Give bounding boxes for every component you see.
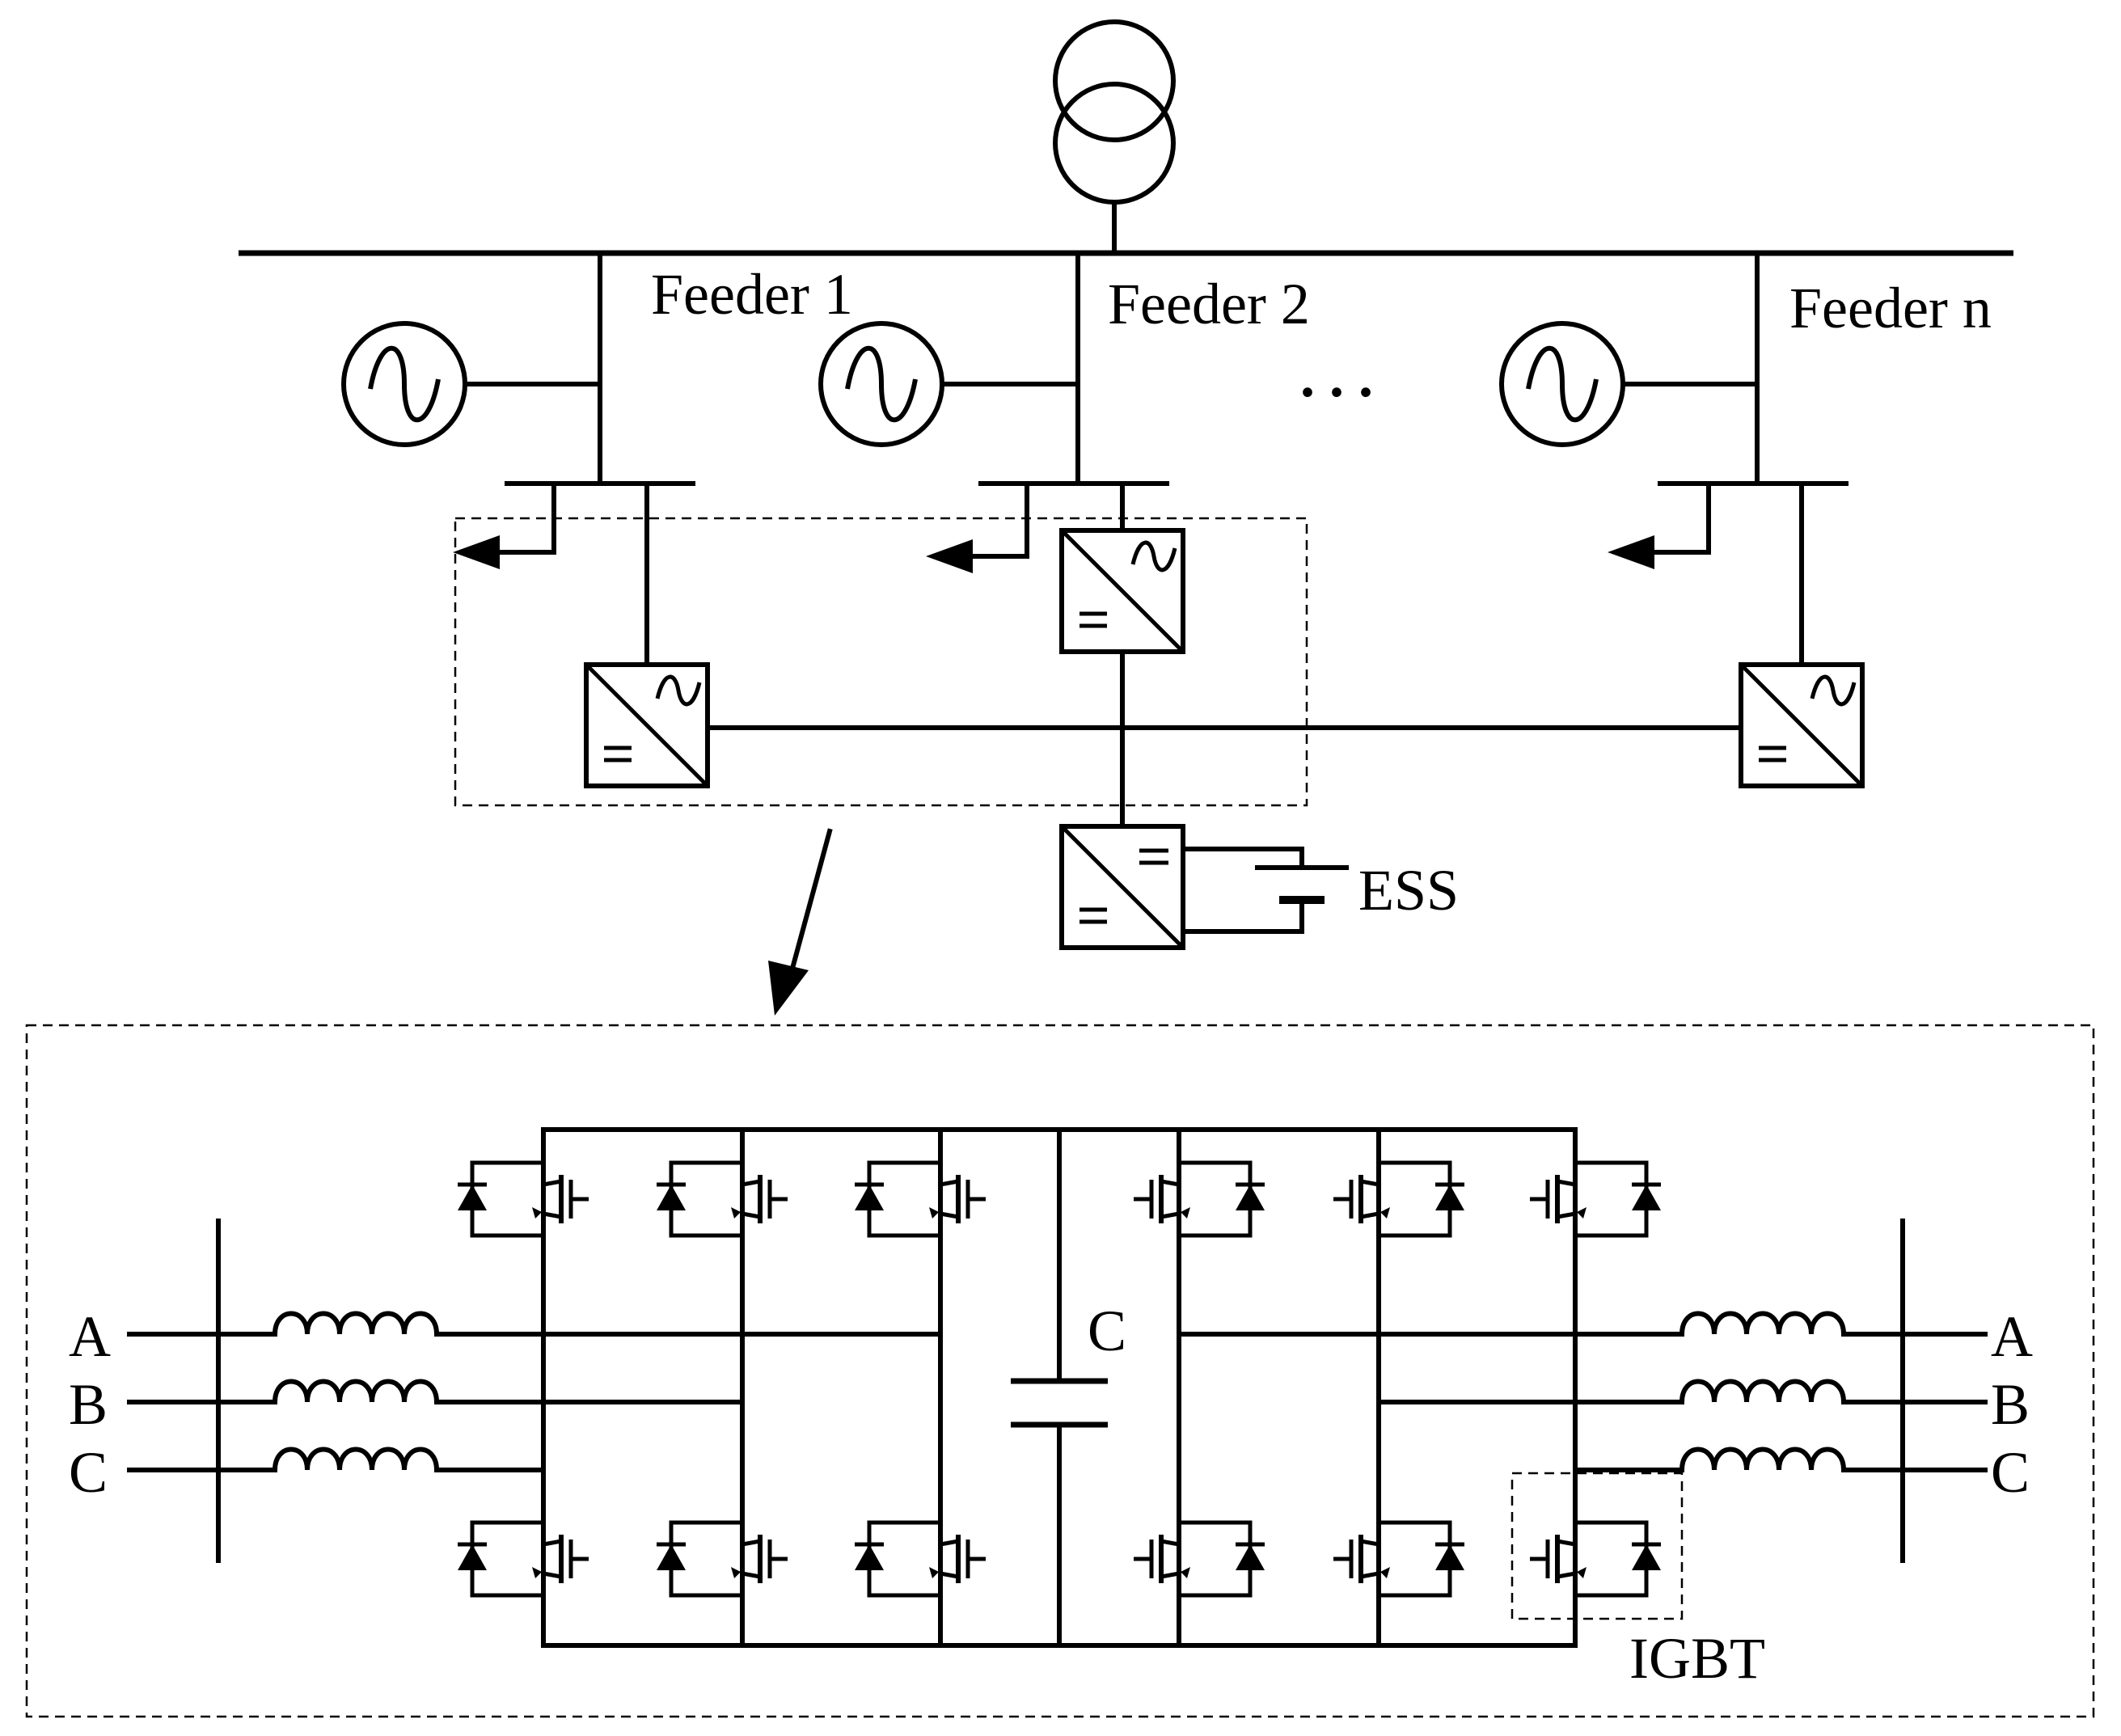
inductor-icon <box>275 1450 437 1471</box>
converter-2-icon <box>1062 530 1183 652</box>
left-bridge-switches <box>458 1163 986 1595</box>
inductor-icon <box>1682 1314 1844 1335</box>
left-ac-side <box>127 1219 943 1563</box>
left-phase-b-label: B <box>69 1372 108 1437</box>
inductor-icon <box>275 1382 437 1403</box>
ess-converter-icon <box>1062 826 1183 948</box>
load-arrow-1-icon <box>453 535 500 569</box>
feeder-n-label: Feeder n <box>1789 276 1992 340</box>
right-phase-c-label: C <box>1991 1440 2030 1505</box>
right-bridge-switches <box>1134 1163 1661 1595</box>
load-arrow-2-icon <box>926 539 973 573</box>
igbt-switch-icon <box>657 1163 788 1235</box>
igbt-switch-icon <box>1530 1523 1661 1595</box>
generator-2-icon <box>821 323 942 445</box>
converter-1-icon <box>586 665 708 786</box>
igbt-label: IGBT <box>1629 1626 1765 1691</box>
igbt-switch-icon <box>855 1523 986 1595</box>
inductor-icon <box>275 1314 437 1335</box>
load-arrow-n-icon <box>1608 535 1654 569</box>
feeder-1-label: Feeder 1 <box>651 262 853 327</box>
right-phase-a-label: A <box>1991 1304 2033 1369</box>
igbt-switch-icon <box>1530 1163 1661 1235</box>
left-phase-c-label: C <box>69 1440 108 1505</box>
ess-label: ESS <box>1358 858 1459 923</box>
ess <box>1062 826 1349 948</box>
igbt-switch-icon <box>1134 1523 1265 1595</box>
generator-n-icon <box>1502 323 1623 445</box>
zoom-selection-box <box>454 517 1308 807</box>
feeder-2 <box>821 251 1183 829</box>
left-phase-a-label: A <box>69 1304 111 1369</box>
igbt-switch-icon <box>458 1163 589 1235</box>
igbt-switch-icon <box>657 1523 788 1595</box>
igbt-switch-icon <box>1333 1523 1464 1595</box>
inductor-icon <box>1682 1450 1844 1471</box>
igbt-switch-icon <box>1333 1163 1464 1235</box>
capacitor-label: C <box>1088 1299 1126 1363</box>
right-phase-b-label: B <box>1991 1372 2030 1437</box>
generator-1-icon <box>344 323 465 445</box>
inductor-icon <box>1682 1382 1844 1403</box>
dc-capacitor-icon <box>1011 1127 1108 1648</box>
converter-detail-box <box>25 1024 2095 1718</box>
igbt-switch-icon <box>1134 1163 1265 1235</box>
igbt-switch-icon <box>458 1523 589 1595</box>
zoom-arrow-icon <box>768 828 833 1016</box>
feeder-2-label: Feeder 2 <box>1108 272 1310 336</box>
converter-n-icon <box>1741 665 1862 786</box>
right-ac-side <box>1177 1219 1988 1563</box>
feeder-n <box>1502 251 1862 786</box>
transformer-icon <box>1053 19 1176 256</box>
feeder-1 <box>344 251 708 786</box>
igbt-highlight-box <box>1510 1472 1684 1620</box>
igbt-switch-icon <box>855 1163 986 1235</box>
ellipsis-label: . . . <box>1300 344 1373 409</box>
